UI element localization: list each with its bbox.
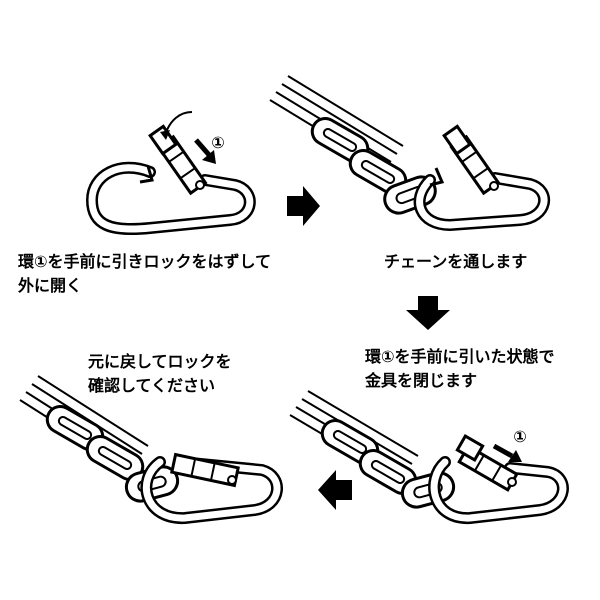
arrow-down-icon: [406, 296, 450, 330]
ring-marker-step3: ①: [513, 427, 527, 446]
step4-caption: 元に戻してロックを 確認してください: [88, 350, 232, 398]
arrow-right-icon: [287, 186, 320, 226]
step1-carabiner-open: [85, 111, 256, 236]
step2-caption-line1: チェーンを通します: [384, 252, 528, 271]
step3-carabiner-closing: [428, 434, 569, 524]
step4-caption-line2: 確認してください: [88, 376, 216, 395]
step2-chain: [269, 75, 437, 215]
step3-caption: 環①を手前に引いた状態で 金具を閉じます: [365, 345, 555, 393]
step1-caption: 環①を手前に引きロックをはずして 外に開く: [18, 250, 271, 298]
step4-carabiner-locked: [140, 452, 283, 524]
step2-caption: チェーンを通します: [384, 250, 527, 274]
step3-caption-line2: 金具を閉じます: [365, 371, 478, 390]
arrow-left-icon: [318, 470, 352, 510]
step1-caption-line1: 環①を手前に引きロックをはずして: [18, 252, 272, 271]
step3-caption-line1: 環①を手前に引いた状態で: [365, 347, 555, 366]
step2-carabiner-open: [413, 124, 551, 232]
step4-caption-line1: 元に戻してロックを: [88, 352, 232, 371]
ring-marker-step1: ①: [211, 133, 225, 152]
step1-caption-line2: 外に開く: [18, 276, 83, 295]
